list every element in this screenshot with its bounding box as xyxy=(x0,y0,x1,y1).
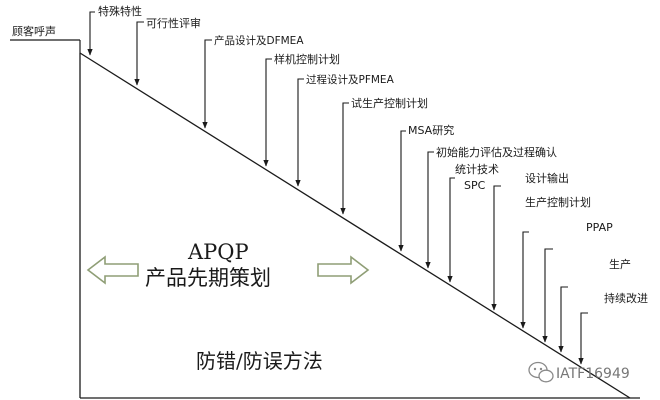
apqp-title: APQP xyxy=(187,240,249,264)
left-hollow-arrow xyxy=(86,255,139,285)
arrow-trial-control-plan xyxy=(340,102,349,215)
arrow-prototype-control-plan xyxy=(263,58,272,167)
label-statistical-tech: 统计技术 xyxy=(455,163,499,176)
arrow-process-design-pfmea xyxy=(295,78,304,187)
label-production-control-plan: 生产控制计划 xyxy=(525,195,591,209)
watermark-text: IATF16949 xyxy=(556,366,630,382)
label-continuous-improvement: 持续改进 xyxy=(604,291,648,305)
watermark: IATF16949 xyxy=(528,361,630,383)
arrow-spc xyxy=(447,177,455,283)
arrow-continuous-improvement xyxy=(578,312,588,365)
label-spc: SPC xyxy=(464,179,486,192)
label-trial-control-plan: 试生产控制计划 xyxy=(351,96,428,110)
label-production: 生产 xyxy=(609,257,631,271)
arrow-design-output xyxy=(491,185,501,311)
arrow-msa-study xyxy=(398,130,406,252)
right-hollow-arrow xyxy=(317,255,370,285)
arrow-initial-capability xyxy=(425,151,434,269)
label-process-design-pfmea: 过程设计及PFMEA xyxy=(306,73,395,86)
label-design-output: 设计输出 xyxy=(525,171,569,185)
label-product-design-dfmea: 产品设计及DFMEA xyxy=(214,34,304,47)
arrow-production-control-plan xyxy=(520,231,529,329)
arrow-special-characteristics xyxy=(87,11,95,56)
arrow-product-design-dfmea xyxy=(202,39,212,129)
apqp-subtitle: 产品先期策划 xyxy=(145,266,271,290)
arrow-feasibility-review xyxy=(134,21,144,86)
label-msa-study: MSA研究 xyxy=(408,123,454,137)
label-prototype-control-plan: 样机控制计划 xyxy=(274,52,340,66)
customer-voice-label: 顾客呼声 xyxy=(12,24,56,38)
error-proofing-label: 防错/防误方法 xyxy=(196,349,323,373)
label-ppap: PPAP xyxy=(586,221,613,234)
diagonal-slope-line xyxy=(79,52,631,399)
arrow-ppap xyxy=(542,248,553,343)
stage-labels: 特殊特性 可行性评审 产品设计及DFMEA 样机控制计划 过程设计及PFMEA … xyxy=(98,4,648,305)
arrow-production xyxy=(558,286,568,353)
label-initial-capability: 初始能力评估及过程确认 xyxy=(436,145,557,159)
stage-arrows xyxy=(87,11,588,365)
label-feasibility-review: 可行性评审 xyxy=(146,16,201,30)
label-special-characteristics: 特殊特性 xyxy=(98,4,142,18)
wechat-icon xyxy=(528,361,554,383)
